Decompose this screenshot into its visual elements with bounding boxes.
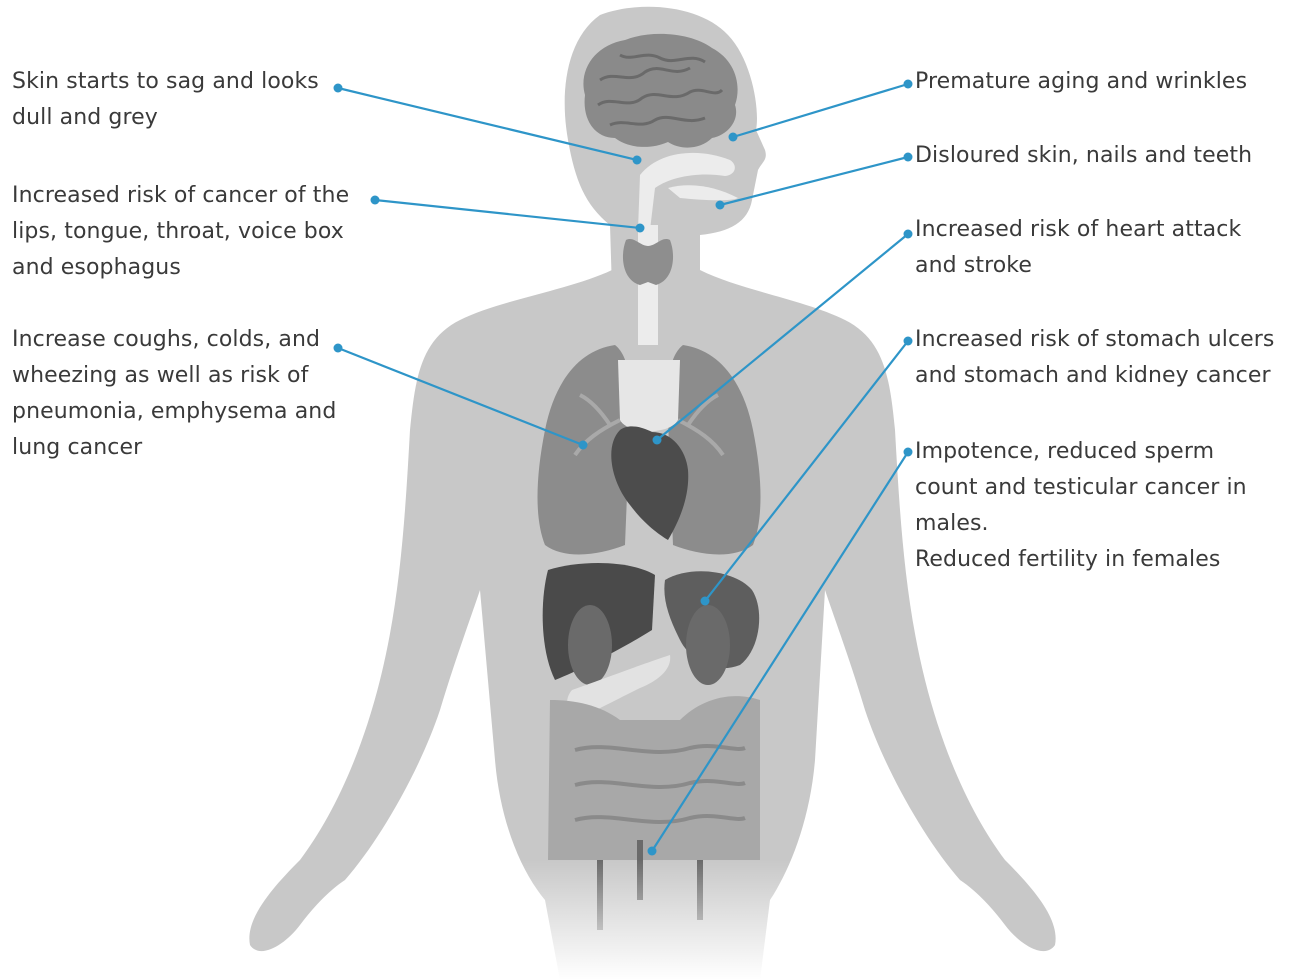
leader-reproductive-end-dot bbox=[648, 847, 657, 856]
label-discoloured: Disloured skin, nails and teeth bbox=[915, 138, 1295, 174]
leader-discoloured-end-dot bbox=[716, 201, 725, 210]
label-skin-sag: Skin starts to sag and looks dull and gr… bbox=[12, 64, 342, 136]
label-mouth-cancer: Increased risk of cancer of the lips, to… bbox=[12, 178, 372, 286]
leader-aging bbox=[733, 84, 908, 137]
leader-mouth-cancer-end-dot bbox=[636, 224, 645, 233]
leader-aging-end-dot bbox=[729, 133, 738, 142]
leader-heart-end-dot bbox=[653, 436, 662, 445]
brain-icon bbox=[583, 34, 737, 148]
label-stomach: Increased risk of stomach ulcers and sto… bbox=[915, 322, 1300, 394]
leader-lungs-end-dot bbox=[579, 441, 588, 450]
leader-reproductive-start-dot bbox=[904, 448, 913, 457]
label-reproductive: Impotence, reduced sperm count and testi… bbox=[915, 434, 1295, 578]
label-heart: Increased risk of heart attack and strok… bbox=[915, 212, 1295, 284]
leader-skin-sag-end-dot bbox=[633, 156, 642, 165]
leader-heart-start-dot bbox=[904, 230, 913, 239]
leader-discoloured-start-dot bbox=[904, 153, 913, 162]
leader-stomach-start-dot bbox=[904, 337, 913, 346]
leader-stomach-end-dot bbox=[701, 597, 710, 606]
label-lungs: Increase coughs, colds, and wheezing as … bbox=[12, 322, 352, 466]
leader-aging-start-dot bbox=[904, 80, 913, 89]
label-aging: Premature aging and wrinkles bbox=[915, 64, 1295, 100]
